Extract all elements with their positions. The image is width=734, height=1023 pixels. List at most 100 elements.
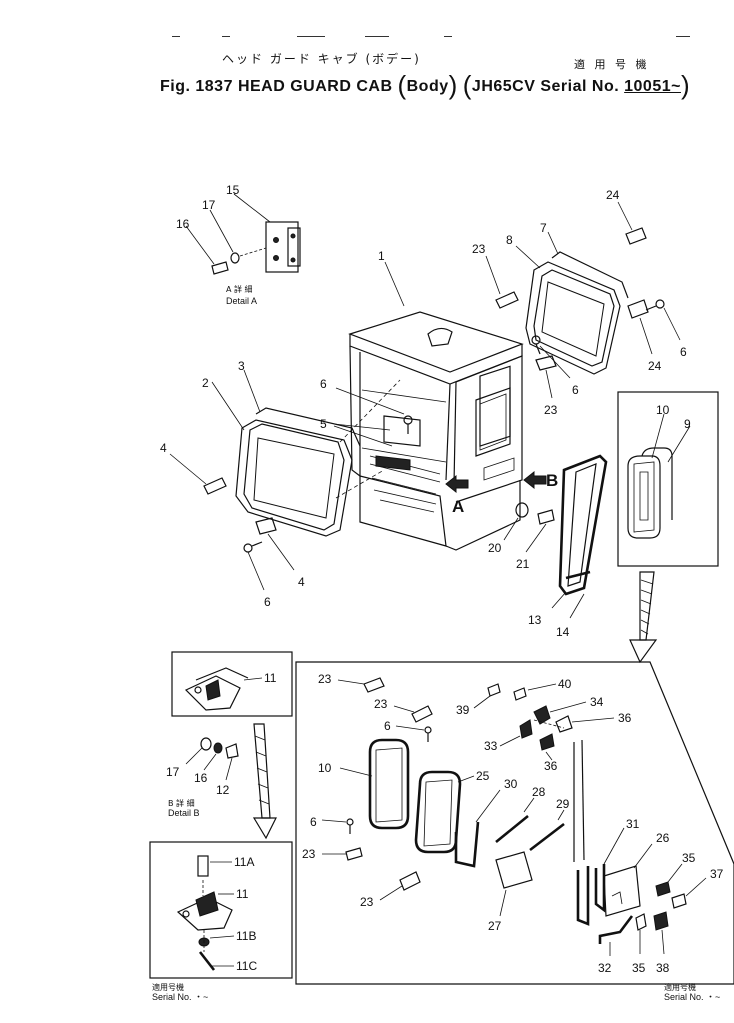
header-dash	[365, 36, 389, 38]
callout-5: 5	[320, 417, 327, 431]
callout-40: 40	[558, 677, 572, 691]
rod-29	[529, 822, 565, 852]
callout-23-d1: 23	[318, 672, 332, 686]
callout-10-d: 10	[318, 761, 332, 775]
panel-26	[603, 865, 641, 917]
arrow-down-icon-b	[252, 817, 277, 840]
window-10	[627, 455, 661, 539]
bolt-21	[537, 509, 555, 525]
part-35	[655, 881, 671, 897]
clip-4b	[255, 517, 277, 535]
callout-30: 30	[504, 777, 518, 791]
applicable-serial-japanese: 適 用 号 機	[574, 58, 650, 71]
callout-35b: 35	[632, 961, 646, 975]
bolt-6	[403, 415, 413, 425]
bolt-11a	[197, 855, 209, 877]
callout-6: 6	[320, 377, 327, 391]
callout-23-d2: 23	[374, 697, 388, 711]
detail-b-jp: B 詳 細	[168, 798, 195, 808]
window-frame-8	[525, 261, 621, 375]
hinge-plate	[265, 221, 299, 273]
callout-36b: 36	[544, 759, 558, 773]
callout-32: 32	[598, 961, 612, 975]
header-dash	[222, 36, 230, 38]
cab-roof	[348, 311, 524, 373]
callout-11a: 11A	[234, 855, 254, 869]
hinge-hole	[290, 233, 296, 239]
callout-35: 35	[682, 851, 696, 865]
callout-18: 16	[176, 217, 190, 231]
window-25	[414, 770, 462, 854]
header-dash	[172, 36, 180, 38]
part-34	[533, 705, 551, 725]
weatherstrip-3	[255, 407, 361, 447]
bracket-5	[383, 415, 421, 447]
callout-8: 8	[506, 233, 513, 247]
callout-11: 11	[264, 671, 277, 685]
callout-19: 17	[202, 198, 216, 212]
callout-38: 38	[656, 961, 670, 975]
callout-11c: 11C	[236, 959, 257, 973]
pin-11c	[198, 951, 216, 971]
cab-lower-front	[359, 475, 447, 547]
view-b-label: B	[546, 471, 558, 490]
serial-value: 10051~	[624, 78, 681, 95]
callout-4: 4	[160, 441, 167, 455]
arrow-down-icon	[629, 639, 658, 664]
rod-28	[495, 814, 529, 844]
serial-label: Serial No.	[540, 78, 620, 95]
detail-b-frame	[171, 651, 293, 717]
figure-title: Fig. 1837 HEAD GUARD CAB (Body) (JH65CV …	[160, 70, 691, 100]
callout-20: 20	[488, 541, 502, 555]
footer-right-serial: Serial No. ・~	[664, 992, 720, 1002]
door-window-10	[368, 738, 410, 830]
callout-34: 34	[590, 695, 604, 709]
fig-label: Fig. 1837	[160, 78, 233, 95]
seal-31	[576, 866, 590, 926]
hinge-hole	[290, 257, 296, 263]
callout-10: 10	[656, 403, 670, 417]
front-window-assembly: 2 3 4 4 6	[160, 359, 401, 609]
detail-b: 11 17 16 12 B 詳 細 Detail B	[166, 651, 293, 840]
callout-16: 14	[556, 625, 570, 639]
callout-6-d: 6	[384, 719, 391, 733]
door-box-frame	[295, 661, 734, 985]
model-label: JH65CV	[471, 78, 536, 95]
side-glass	[541, 281, 605, 357]
callout-33: 33	[484, 739, 498, 753]
view-a-label: A	[452, 497, 464, 516]
bolt-12	[225, 743, 239, 759]
callout-6-mid: 6	[572, 383, 579, 397]
callout-23-d3: 23	[302, 847, 316, 861]
header-dash	[444, 36, 452, 38]
callout-39: 39	[456, 703, 470, 717]
seal-15	[558, 454, 608, 596]
header-dash	[676, 36, 690, 38]
callout-6-bottom: 6	[264, 595, 271, 609]
latch-11	[184, 675, 241, 711]
inset-window-box: 10 9	[617, 391, 719, 664]
callout-24: 24	[606, 188, 620, 202]
callout-27: 27	[488, 919, 502, 933]
title-japanese: ヘッド ガード キャブ (ボデー)	[222, 52, 421, 66]
part-36	[555, 715, 573, 733]
handle-32	[598, 915, 634, 944]
stopper-bolt: 20 21	[488, 502, 555, 571]
detail-a-caption: Detail A	[226, 296, 257, 306]
glass-27	[495, 851, 533, 889]
seal-30	[454, 821, 480, 868]
door-seal-assembly: 13 14	[528, 454, 608, 639]
callout-1: 1	[378, 249, 385, 263]
callout-25: 25	[476, 769, 490, 783]
seal-9	[641, 447, 673, 520]
side-window-frame	[479, 365, 511, 447]
revision-frame	[149, 841, 293, 979]
detail-a-hinge: 16 17 15 A 詳 細 Detail A	[176, 183, 301, 306]
latch-revision-box: 11A 11 11B 11C	[149, 841, 293, 979]
window-frame-2	[235, 419, 353, 537]
callout-31: 31	[626, 817, 640, 831]
window-glass	[253, 437, 335, 519]
clip-4	[203, 477, 227, 495]
view-marker-b: B	[523, 470, 558, 490]
